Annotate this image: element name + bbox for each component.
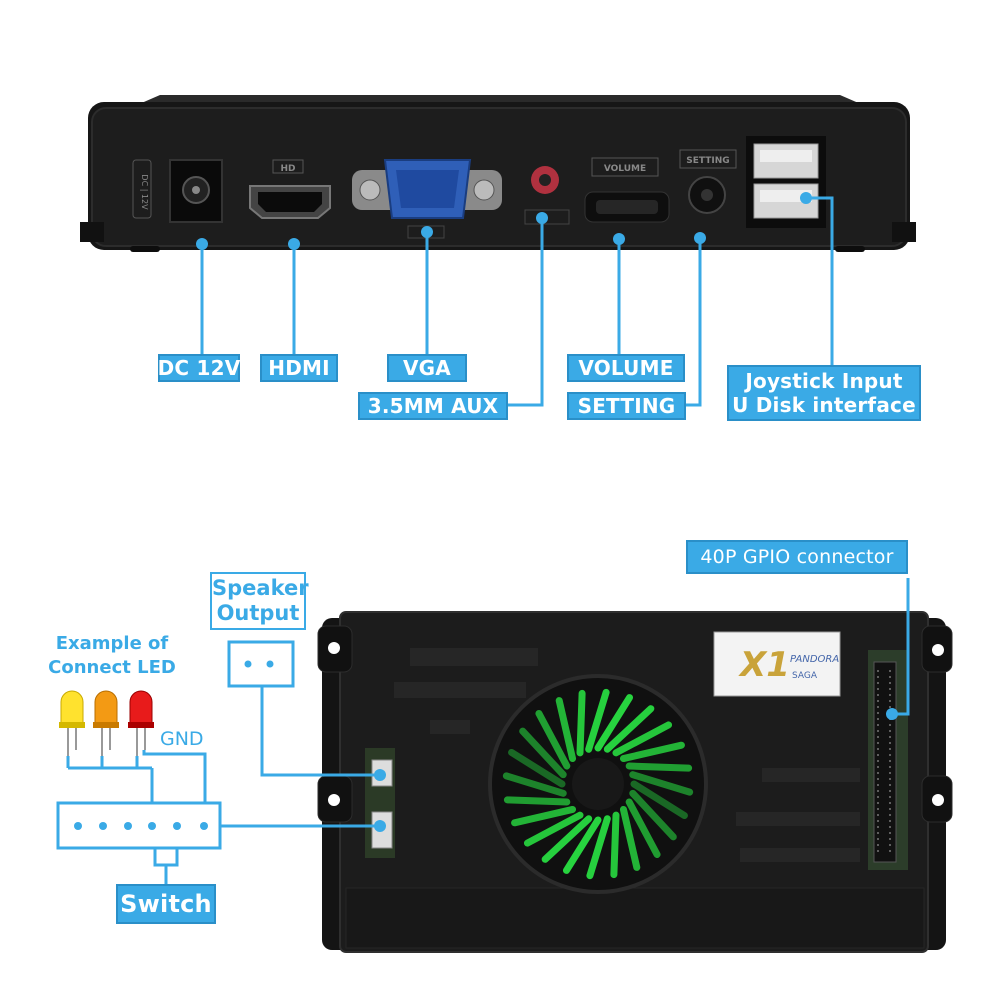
dc-label: DC 12V [157, 354, 241, 382]
device-bottom-view: X1 PANDORA SAGA [56, 578, 953, 953]
fan-slot [541, 815, 593, 863]
led-example-label: Example of Connect LED [42, 632, 182, 680]
fan-slot [630, 780, 688, 820]
fan-slot [555, 697, 577, 763]
top-callout-lines [200, 196, 834, 407]
fan-slot [625, 762, 693, 772]
fan-slot [511, 805, 577, 827]
fan-slot [594, 694, 634, 752]
pandora-logo: X1 PANDORA SAGA [713, 631, 841, 697]
gpio-label: 40P GPIO connector [686, 540, 908, 574]
svg-text:SAGA: SAGA [792, 671, 818, 681]
fan-slot [629, 771, 694, 796]
fan-slot [508, 748, 566, 788]
cooling-fan [488, 674, 708, 894]
led-red [128, 690, 154, 756]
fan-slot [612, 721, 673, 757]
fan-slot [519, 727, 567, 779]
fan-slot [603, 705, 655, 753]
aux-label: 3.5MM AUX [358, 392, 508, 420]
hdmi-port [249, 159, 331, 219]
dc-jack [132, 159, 223, 223]
aux-port [524, 166, 570, 225]
led-orange [93, 690, 119, 756]
setting-label: SETTING [567, 392, 686, 420]
setting-button [679, 149, 737, 214]
usb-label-line1: Joystick Input [745, 369, 903, 393]
volume-label: VOLUME [567, 354, 685, 382]
led-yellow [59, 690, 85, 756]
fan-slot [576, 689, 586, 757]
switch-label: Switch [116, 884, 216, 924]
gnd-label: GND [160, 728, 204, 750]
fan-slot [562, 816, 602, 874]
fan-slot [523, 811, 584, 847]
usb-ports [746, 136, 826, 228]
hd-panel-label: HD [280, 164, 295, 174]
svg-text:PANDORA: PANDORA [790, 654, 839, 665]
usb-label-line2: U Disk interface [732, 393, 916, 417]
setting-panel-label: SETTING [686, 156, 729, 166]
vga-port [352, 159, 502, 239]
speaker-label-line1: Speaker [212, 576, 309, 600]
vga-label: VGA [387, 354, 467, 382]
led-example-line1: Example of [55, 633, 169, 654]
volume-wheel [584, 157, 670, 223]
usb-label: Joystick Input U Disk interface [727, 365, 921, 421]
device-rear-panel: DC | 12V HD VOLUME SETTING [80, 95, 916, 407]
fan-slot [535, 709, 571, 770]
svg-text:X1: X1 [738, 645, 790, 685]
fan-slot [625, 798, 661, 859]
fan-slot [619, 741, 685, 763]
hdmi-label: HDMI [260, 354, 338, 382]
fan-slot [629, 789, 677, 841]
top-callout-dots [196, 192, 812, 250]
fan-slot [586, 815, 611, 880]
volume-panel-label: VOLUME [604, 164, 646, 174]
speaker-output-label: Speaker Output [210, 572, 309, 630]
led-example-line2: Connect LED [48, 657, 176, 678]
fan-slot [585, 688, 610, 753]
dc-panel-label: DC | 12V [140, 174, 149, 210]
fan-slot [503, 796, 571, 806]
fan-slot [610, 811, 620, 879]
fan-slot [619, 805, 641, 871]
fan-slot [502, 772, 567, 797]
speaker-label-line2: Output [216, 601, 300, 625]
